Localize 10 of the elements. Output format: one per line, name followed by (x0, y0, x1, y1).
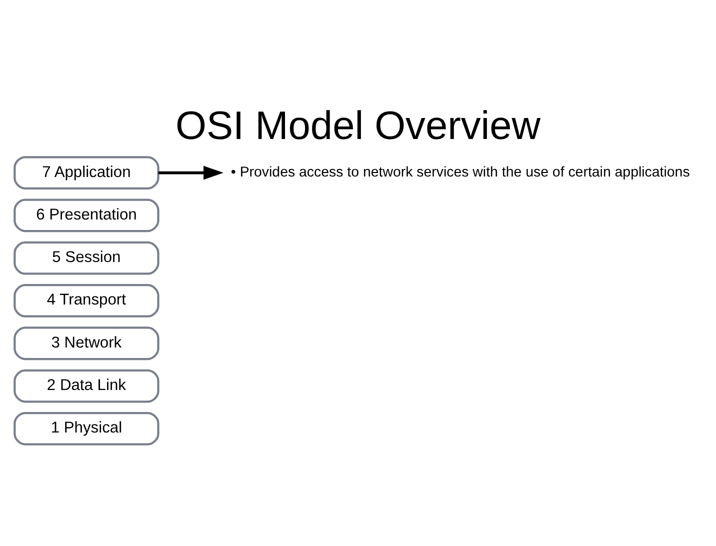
node-box: 3 Network (14, 326, 160, 360)
node-text: • Provides access to network services with the use of certain applications (230, 164, 690, 180)
arrow (158, 166, 224, 180)
node-box: 4 Transport (14, 284, 160, 318)
node-box: 6 Presentation (14, 198, 160, 232)
diagram-title: OSI Model Overview (176, 104, 540, 148)
node-box: 1 Physical (14, 412, 160, 446)
node-box: 5 Session (14, 241, 160, 275)
node-box: 7 Application (14, 156, 160, 190)
node-box: 2 Data Link (14, 369, 160, 403)
